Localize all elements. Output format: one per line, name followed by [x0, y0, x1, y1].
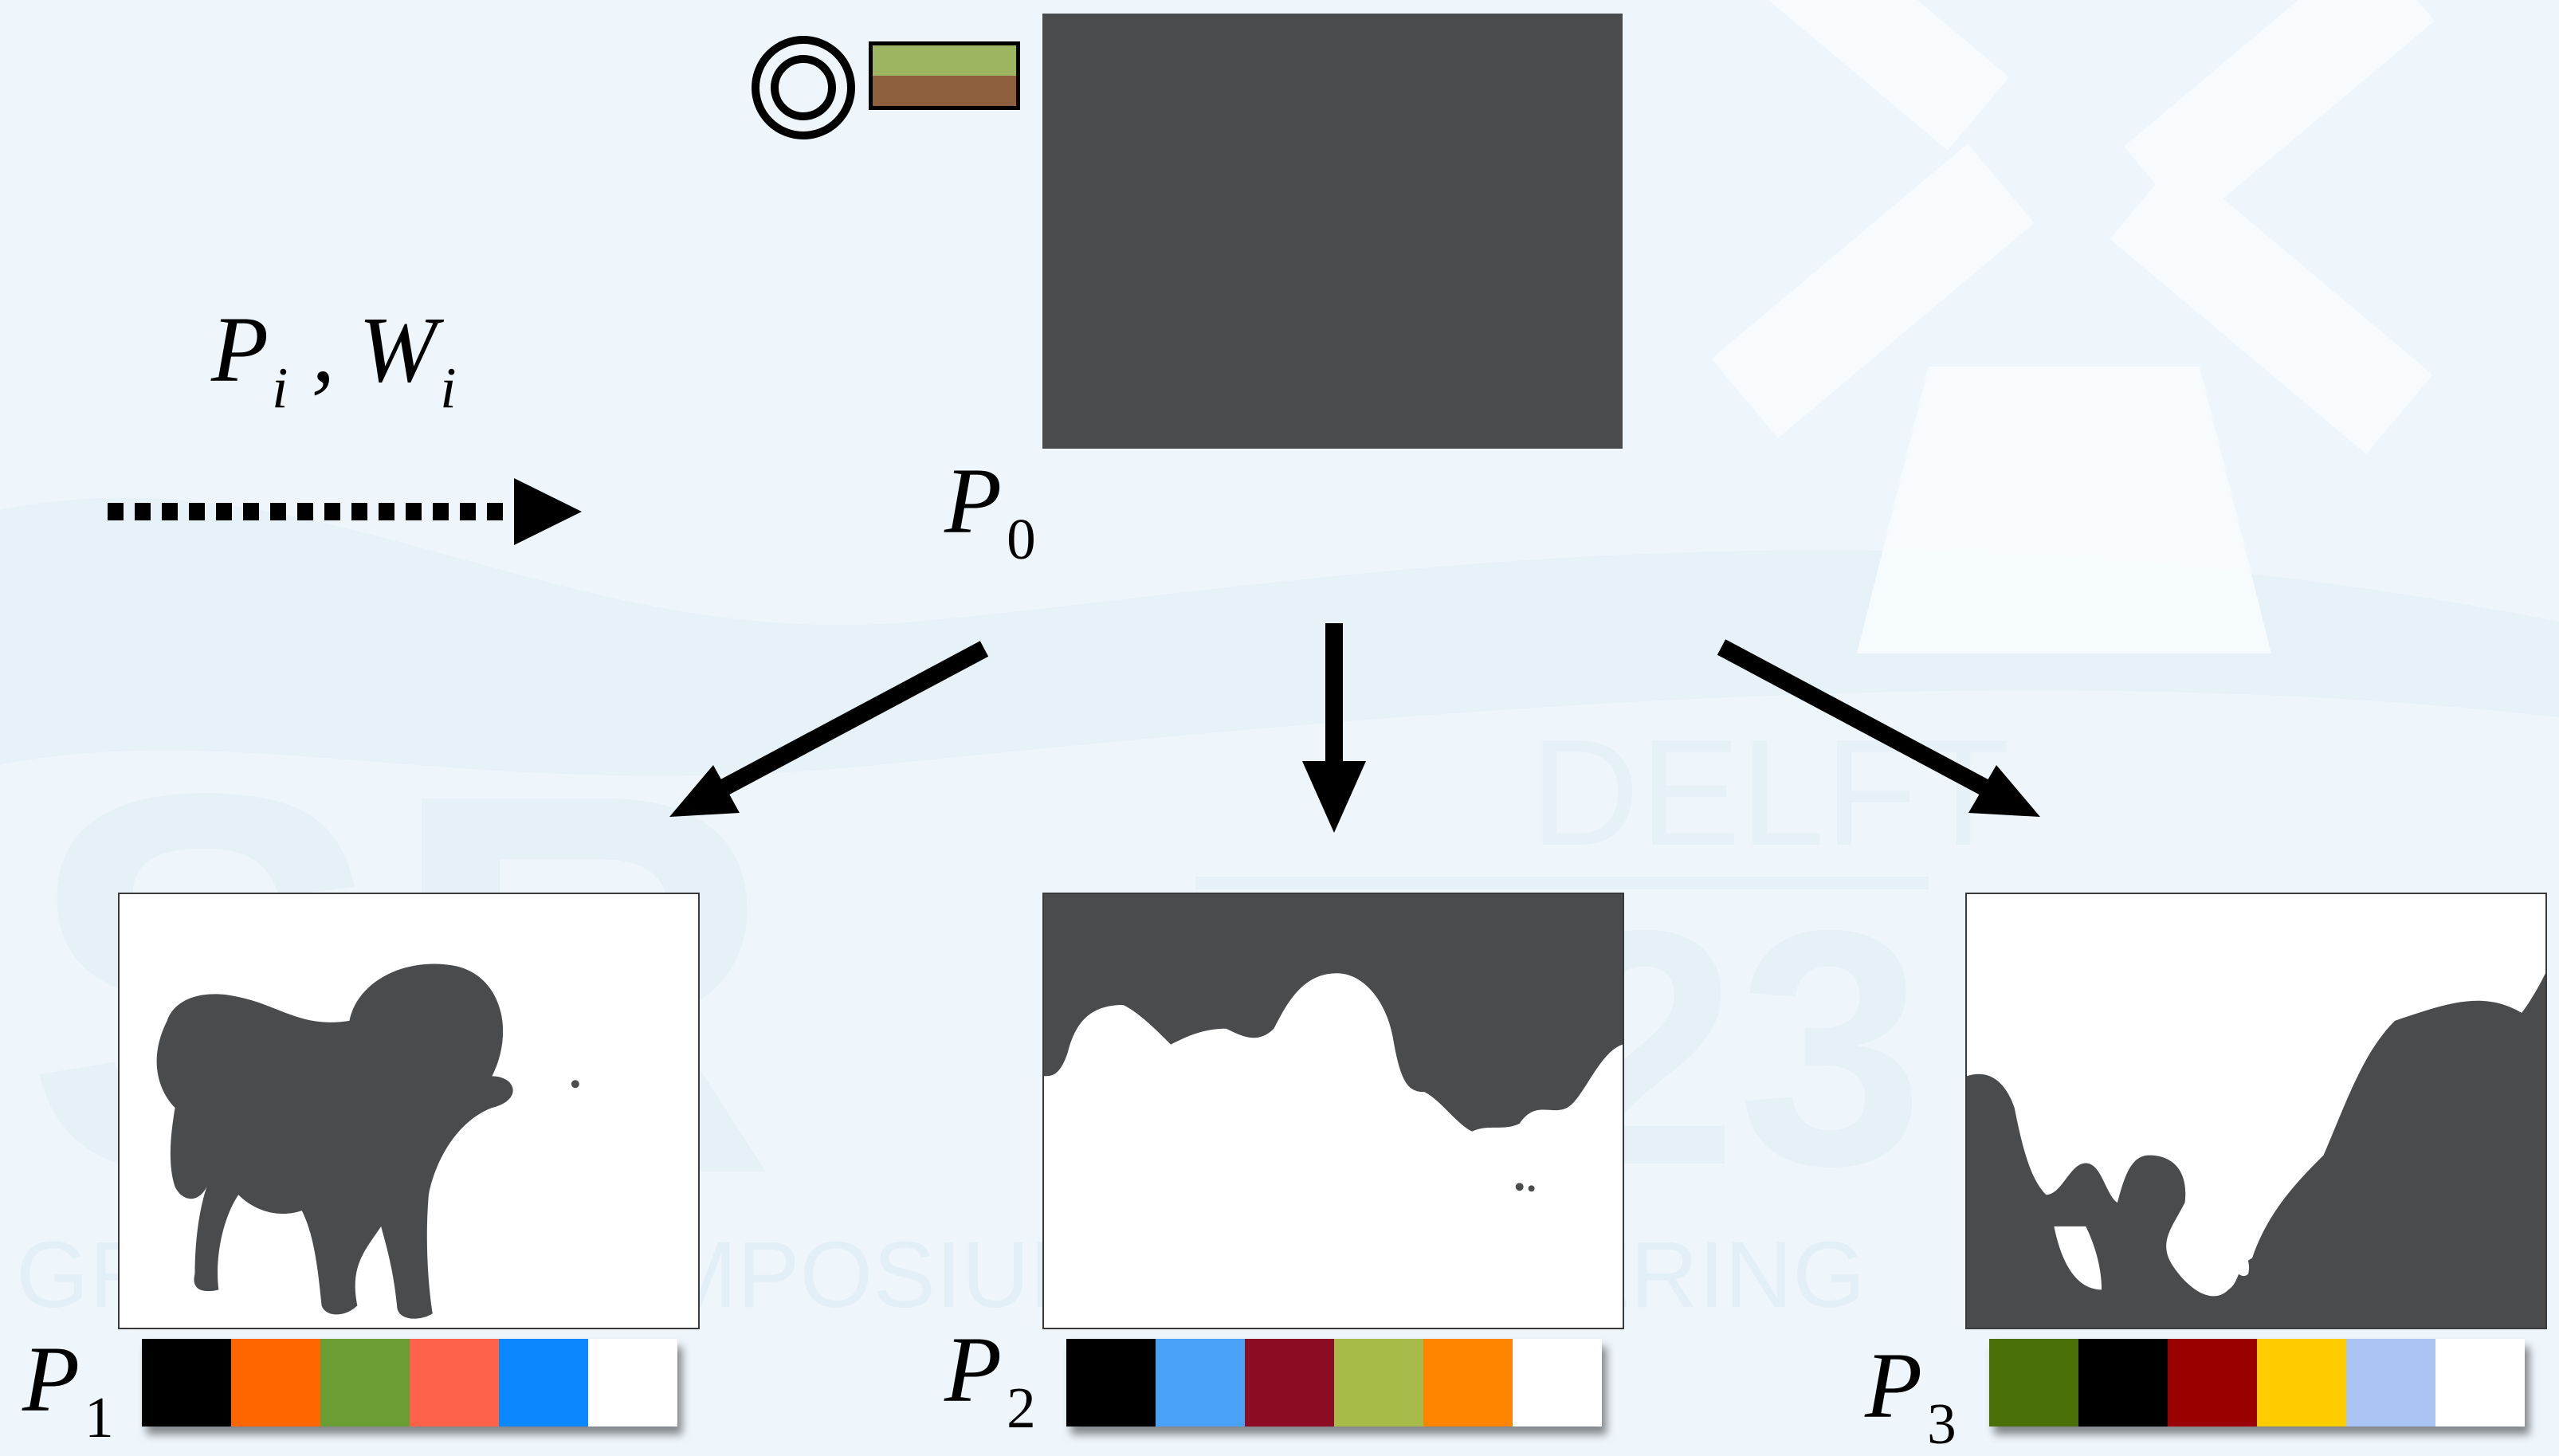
root-color-swatch [869, 41, 1020, 110]
p1-mask [118, 893, 700, 1329]
palette-swatch [231, 1339, 320, 1427]
p0-sub: 0 [1007, 506, 1036, 571]
watermark-city: DELFT [1530, 708, 2010, 877]
p3-label: P3 [1865, 1339, 1957, 1456]
arrow-to-p1-head [669, 765, 740, 817]
target-icon [752, 36, 855, 139]
legend-label: Pi , Wi [211, 303, 457, 420]
p2-palette [1066, 1339, 1602, 1427]
p1-label: P1 [22, 1332, 114, 1447]
p1-dog-silhouette [156, 963, 513, 1319]
root-swatch-top [873, 45, 1016, 76]
watermark-divider [1195, 877, 1929, 889]
p0-letter: P [944, 449, 1003, 553]
arrow-to-p1 [705, 641, 989, 803]
p0-label: P0 [944, 454, 1036, 571]
legend-w-sub: i [440, 355, 457, 420]
p3-palette [1989, 1339, 2525, 1427]
root-swatch-bottom [873, 76, 1016, 106]
p2-mask [1042, 893, 1624, 1329]
arrow-to-p3-head [1968, 765, 2040, 817]
palette-swatch [2168, 1339, 2257, 1427]
palette-swatch [2346, 1339, 2435, 1427]
p2-background-region [1044, 894, 1623, 1132]
palette-swatch [1423, 1339, 1513, 1427]
legend-p-sub: i [272, 355, 288, 420]
palette-swatch [410, 1339, 499, 1427]
palette-swatch [1513, 1339, 1602, 1427]
legend-arrowhead [514, 478, 582, 545]
palette-swatch [1334, 1339, 1423, 1427]
p2-letter: P [944, 1317, 1003, 1422]
palette-swatch [142, 1339, 231, 1427]
windmill-icon [1711, 0, 2435, 653]
arrow-to-p3 [1717, 639, 2001, 802]
p1-sub: 1 [84, 1384, 114, 1450]
palette-swatch [320, 1339, 410, 1427]
palette-swatch [1989, 1339, 2078, 1427]
palette-swatch [1066, 1339, 1156, 1427]
p1-letter: P [22, 1327, 80, 1431]
arrow-to-p2-head [1302, 761, 1366, 833]
palette-swatch [2078, 1339, 2168, 1427]
legend-p-letter: P [211, 297, 269, 402]
p2-sub: 2 [1007, 1375, 1036, 1440]
p2-label: P2 [944, 1323, 1036, 1440]
p3-mask [1965, 893, 2547, 1329]
p3-letter: P [1865, 1333, 1923, 1438]
p3-foreground-region [1967, 973, 2545, 1328]
palette-swatch [499, 1339, 588, 1427]
legend-w-letter: W [358, 297, 438, 402]
palette-swatch [1156, 1339, 1245, 1427]
palette-swatch [2435, 1339, 2525, 1427]
p0-mask [1042, 14, 1623, 449]
p3-sub: 3 [1927, 1391, 1957, 1456]
palette-swatch [588, 1339, 677, 1427]
p1-palette [142, 1339, 677, 1427]
legend-separator: , [311, 297, 336, 402]
palette-swatch [2257, 1339, 2346, 1427]
palette-swatch [1245, 1339, 1334, 1427]
